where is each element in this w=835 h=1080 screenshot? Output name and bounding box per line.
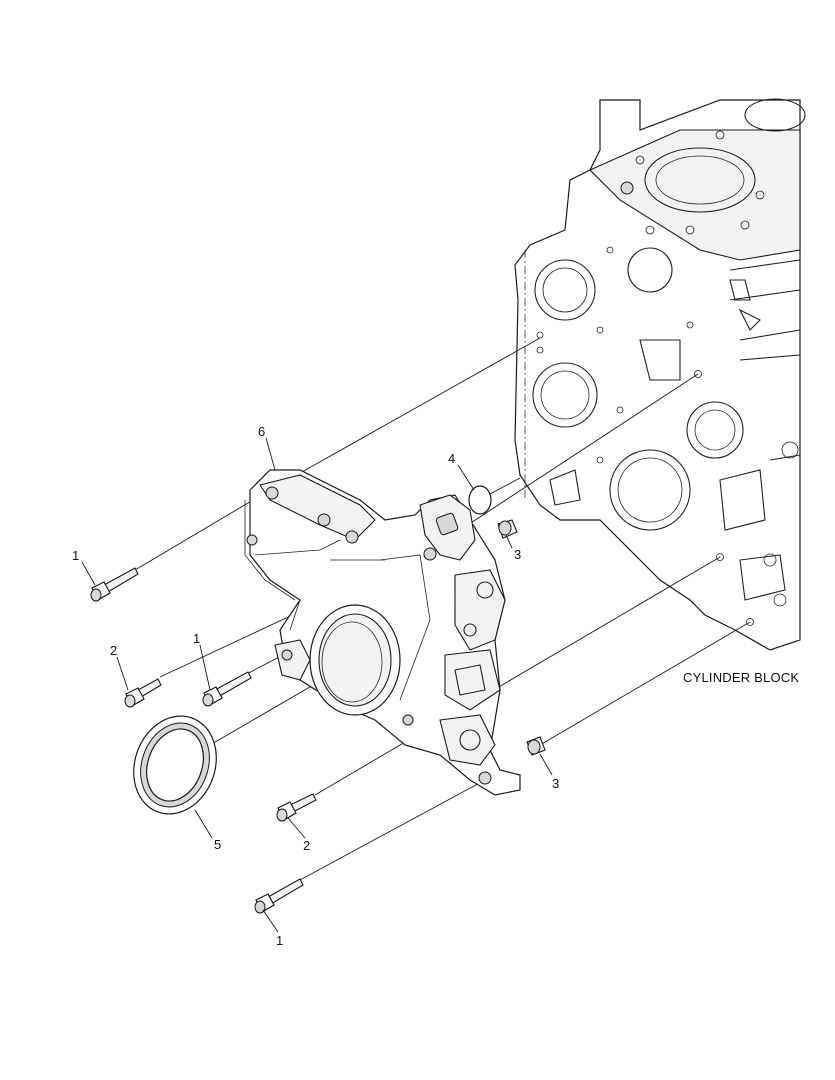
callout-2-upper: 2 bbox=[110, 643, 117, 658]
callout-3-lower: 3 bbox=[552, 776, 559, 791]
callout-1-lower: 1 bbox=[276, 933, 283, 948]
callout-4: 4 bbox=[448, 451, 455, 466]
alignment-lines bbox=[134, 337, 751, 881]
oil-seal bbox=[133, 715, 217, 815]
dowel-pin-lower bbox=[526, 736, 546, 756]
gear-case-cover bbox=[244, 469, 521, 796]
bolt-1-lower bbox=[254, 878, 304, 914]
callout-6: 6 bbox=[258, 424, 265, 439]
cylinder-block-label: CYLINDER BLOCK bbox=[683, 670, 799, 685]
dowel-pin-upper bbox=[497, 519, 518, 539]
bolt-2-lower bbox=[276, 793, 317, 822]
callout-1-middle: 1 bbox=[193, 631, 200, 646]
callout-leaders bbox=[81, 437, 553, 933]
callout-2-lower: 2 bbox=[303, 838, 310, 853]
callout-1-upper: 1 bbox=[72, 548, 79, 563]
callout-5: 5 bbox=[214, 837, 221, 852]
callout-3-upper: 3 bbox=[514, 547, 521, 562]
o-ring bbox=[468, 485, 492, 515]
bolt-1-upper bbox=[90, 567, 139, 602]
bolt-1-middle bbox=[202, 671, 252, 707]
bolt-2-upper bbox=[124, 678, 162, 708]
cylinder-block bbox=[514, 98, 806, 651]
